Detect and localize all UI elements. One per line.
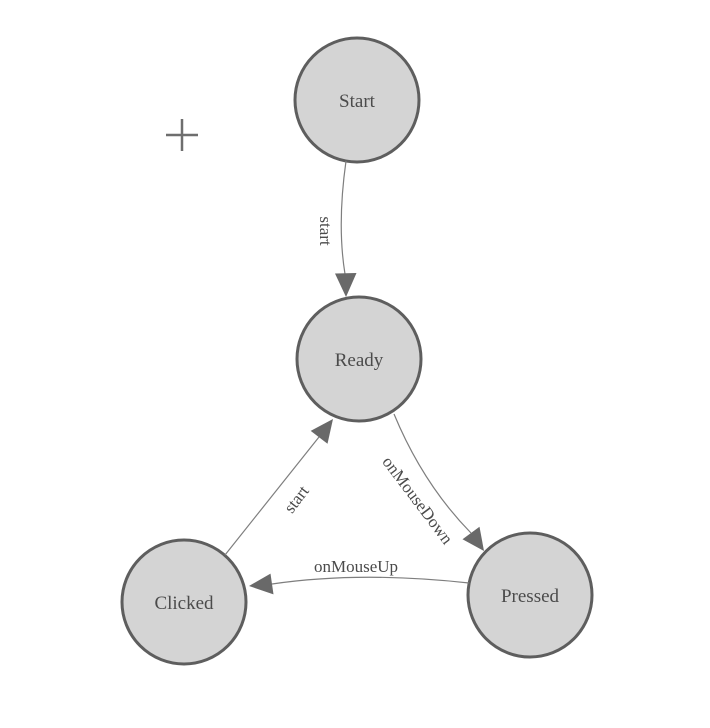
edge-line-clicked-to-ready[interactable] [224,436,320,556]
node-label-clicked: Clicked [154,593,214,614]
edge-line-ready-to-pressed[interactable] [393,413,472,534]
arrowhead-icon [310,419,333,444]
state-node-clicked[interactable]: Clicked [120,538,248,666]
plus-crosshair-icon [166,119,198,151]
node-label-ready: Ready [335,350,384,371]
edge-ready-to-pressed[interactable]: onMouseDown [378,413,484,551]
node-circle-start[interactable] [293,36,421,164]
node-circle-pressed[interactable] [466,531,594,659]
edge-line-start-to-ready[interactable] [340,160,347,275]
node-label-start: Start [339,91,376,112]
arrowhead-icon [462,526,484,551]
state-node-pressed[interactable]: Pressed [466,531,594,659]
state-node-start[interactable]: Start [293,36,421,164]
edge-label-start-to-ready: start [316,216,335,246]
state-node-ready[interactable]: Ready [295,295,423,423]
edge-pressed-to-clicked[interactable]: onMouseUp [249,557,470,595]
arrowhead-icon [335,273,357,297]
node-circle-clicked[interactable] [120,538,248,666]
edge-line-pressed-to-clicked[interactable] [271,576,470,585]
edge-label-pressed-to-clicked: onMouseUp [314,557,398,576]
arrowhead-icon [249,573,274,595]
edge-label-ready-to-pressed: onMouseDown [378,453,457,549]
node-label-pressed: Pressed [501,586,560,607]
edge-start-to-ready[interactable]: start [316,160,357,297]
edge-clicked-to-ready[interactable]: start [224,419,333,556]
node-circle-ready[interactable] [295,295,423,423]
edge-label-clicked-to-ready: start [280,482,313,517]
